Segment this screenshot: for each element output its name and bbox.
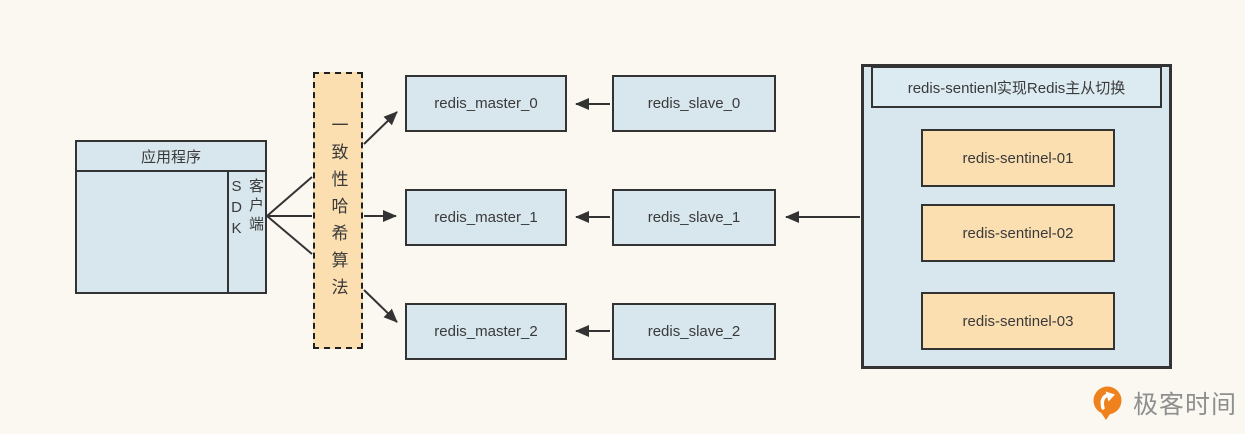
- redis-sentinel-01-box: redis-sentinel-01: [921, 129, 1115, 187]
- edge-hash-to-master2: [363, 289, 398, 323]
- redis-sentinel-03-box: redis-sentinel-03: [921, 292, 1115, 350]
- consistent-hash-box: 一致性哈希算法: [313, 72, 363, 349]
- redis-sentinel-02-box: redis-sentinel-02: [921, 204, 1115, 262]
- sentinel-panel: redis-sentienl实现Redis主从切换 redis-sentinel…: [861, 64, 1172, 369]
- geektime-logo-icon: [1093, 386, 1122, 420]
- geektime-logo-text: 极客时间: [1133, 391, 1238, 419]
- redis-slave-1-box: redis_slave_1: [612, 189, 776, 246]
- redis-master-1-box: redis_master_1: [405, 189, 567, 246]
- redis-sentinel-01-label: redis-sentinel-01: [962, 149, 1074, 167]
- redis-master-2-box: redis_master_2: [405, 303, 567, 360]
- application-body: 客户端SDK: [77, 172, 265, 292]
- edge-sdk-to-hash-upper: [266, 176, 313, 217]
- application-box: 应用程序 客户端SDK: [75, 140, 267, 294]
- geektime-logo: 极客时间: [1089, 384, 1237, 422]
- redis-slave-1-label: redis_slave_1: [647, 209, 741, 226]
- sentinel-panel-title: redis-sentienl实现Redis主从切换: [871, 66, 1162, 108]
- application-title: 应用程序: [77, 142, 265, 172]
- redis-master-0-box: redis_master_0: [405, 75, 567, 132]
- redis-slave-0-label: redis_slave_0: [647, 95, 741, 112]
- edge-sdk-to-hash-lower: [266, 215, 313, 255]
- redis-slave-2-box: redis_slave_2: [612, 303, 776, 360]
- client-sdk-column: 客户端SDK: [227, 172, 265, 292]
- redis-sentinel-03-label: redis-sentinel-03: [962, 312, 1074, 330]
- consistent-hash-label: 一致性哈希算法: [328, 116, 348, 305]
- application-main-area: [77, 172, 227, 292]
- redis-master-1-label: redis_master_1: [434, 209, 538, 226]
- client-sdk-label: 客户端SDK: [228, 178, 264, 241]
- redis-master-0-label: redis_master_0: [434, 95, 538, 112]
- redis-slave-2-label: redis_slave_2: [647, 323, 741, 340]
- edge-hash-to-master0: [363, 111, 398, 145]
- redis-master-2-label: redis_master_2: [434, 323, 538, 340]
- redis-slave-0-box: redis_slave_0: [612, 75, 776, 132]
- redis-sentinel-02-label: redis-sentinel-02: [962, 224, 1074, 242]
